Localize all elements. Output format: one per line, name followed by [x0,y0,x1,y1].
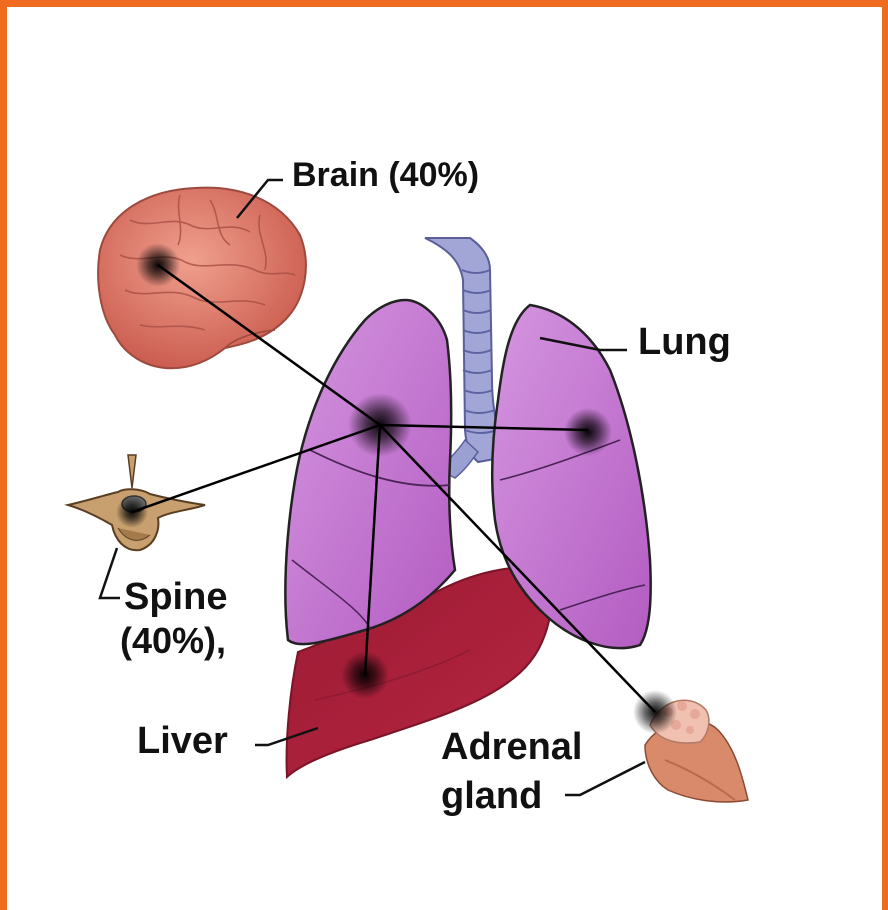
label-adrenal-line2: gland [441,777,542,815]
leader-spine [100,548,120,598]
label-adrenal-line1: Adrenal [441,728,582,766]
tumor-lung-right [564,408,612,456]
brain-organ [98,188,306,369]
label-liver: Liver [137,722,228,760]
label-spine-line1: Spine [124,578,227,616]
tumor-spine [116,496,148,528]
label-brain: Brain (40%) [292,158,479,192]
label-spine-line2: (40%), [120,623,226,659]
label-lung: Lung [638,323,731,361]
